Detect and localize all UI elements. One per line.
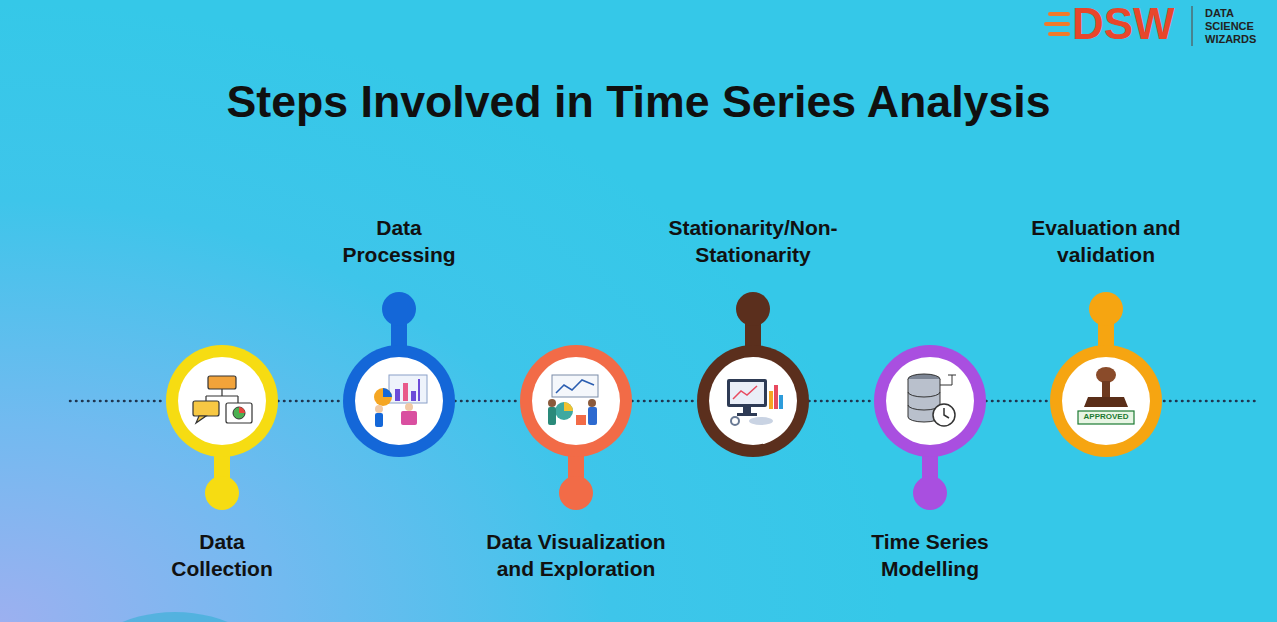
logo-speed-lines [1046, 14, 1068, 34]
timeline-connector [278, 400, 343, 403]
step-label: Evaluation and validation [1016, 214, 1196, 268]
step-label: Stationarity/Non-Stationarity [647, 214, 859, 268]
timeline-connector [632, 400, 697, 403]
step-node: Data Collection [166, 345, 278, 457]
timeline-connector [986, 400, 1050, 403]
step-node: Stationarity/Non-Stationarity [697, 345, 809, 457]
timeline-connector [455, 400, 520, 403]
step-label-group: Time Series Modelling [855, 528, 1005, 582]
logo-separator [1191, 6, 1192, 46]
step-node: Data Processing [343, 345, 455, 457]
step-marker [343, 345, 455, 457]
timeline-connector [809, 400, 874, 403]
step-marker [520, 345, 632, 457]
timeline-dots [70, 400, 164, 403]
step-node: Data Visualization and Exploration [520, 345, 632, 457]
step-label: Data Collection [152, 528, 292, 582]
step-node: Time Series Modelling [874, 345, 986, 457]
step-icon [727, 379, 783, 425]
step-icon [908, 374, 956, 426]
step-label-group: Data Collection [152, 528, 292, 582]
step-marker [697, 345, 809, 457]
step-icon [548, 375, 598, 425]
step-node: Evaluation and validation [1050, 345, 1162, 457]
step-label: Data Processing [324, 214, 474, 268]
step-marker [874, 345, 986, 457]
step-marker [1050, 345, 1162, 457]
step-icon [193, 376, 252, 423]
step-icon [374, 375, 427, 427]
step-label: Time Series Modelling [855, 528, 1005, 582]
logo-name: DATA SCIENCE WIZARDS [1205, 7, 1273, 46]
timeline-dots [1164, 400, 1260, 403]
step-label: Data Visualization and Exploration [486, 528, 666, 582]
step-label-group: Data Processing [324, 214, 474, 268]
logo-mark: DSW [1072, 0, 1187, 49]
diagram-title: Steps Involved in Time Series Analysis [0, 74, 1277, 130]
step-label-group: Evaluation and validation [1016, 214, 1196, 268]
step-label-group: Stationarity/Non-Stationarity [647, 214, 859, 268]
corner-blob [80, 612, 270, 622]
stamp-text: APPROVED [1076, 412, 1136, 422]
step-label-group: Data Visualization and Exploration [486, 528, 666, 582]
step-marker [166, 345, 278, 457]
